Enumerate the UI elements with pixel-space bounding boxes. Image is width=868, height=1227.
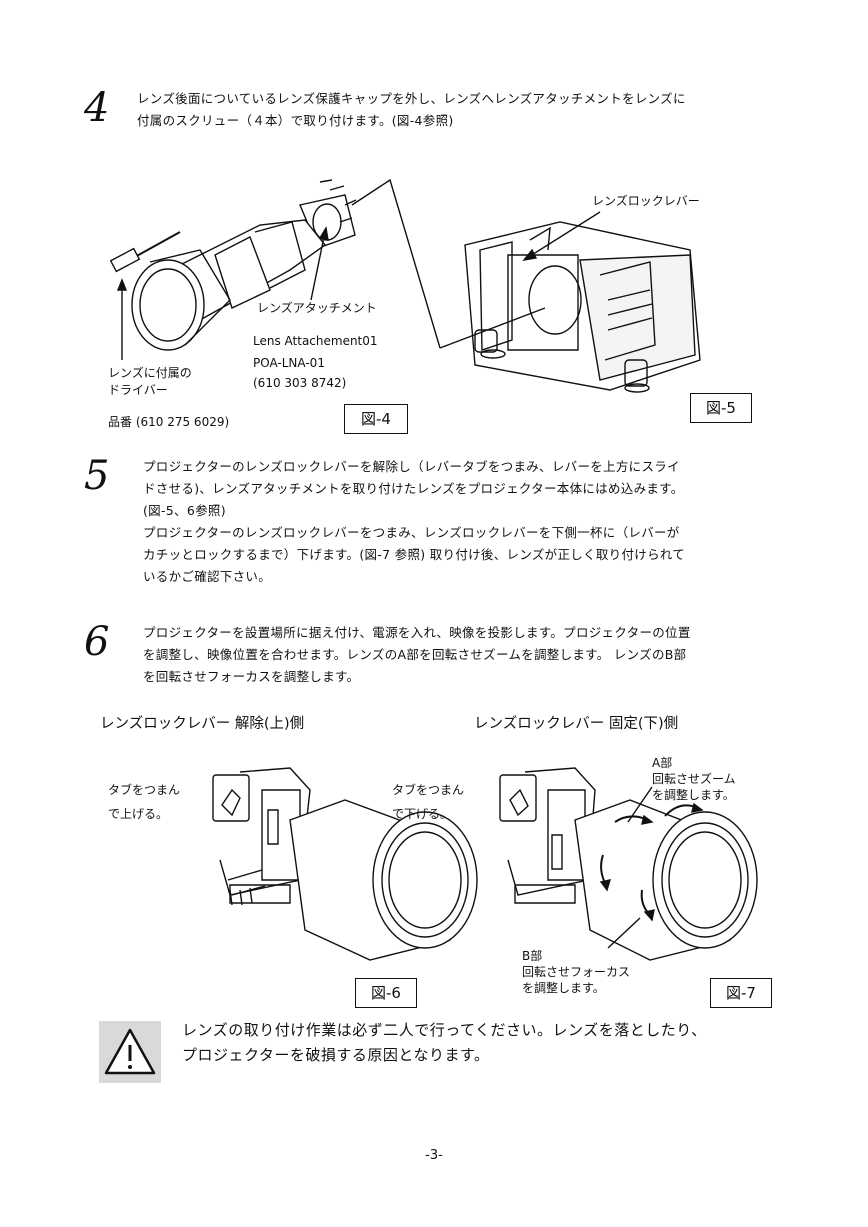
part-a-line: A部 [652,756,673,770]
fig6-heading: レンズロックレバー 解除(上)側 [100,716,305,732]
step-5-line: ドさせる)、レンズアタッチメントを取り付けたレンズをプロジェクター本体にはめ込み… [143,481,684,496]
attachment-model: POA-LNA-01 [253,356,325,370]
part-number: 品番 (610 275 6029) [108,415,230,429]
part-b-line: を調整します。 [522,981,605,995]
step-4-number: 4 [84,85,110,131]
part-b-line: B部 [522,949,543,963]
step-5-line: カチッとロックするまで）下げます。(図-7 参照) 取り付け後、レンズが正しく取… [143,547,686,562]
driver-label: レンズに付属の ドライバー [108,365,192,399]
step-6-line: を調整し、映像位置を合わせます。レンズのA部を回転させズームを調整します。 レン… [143,647,687,662]
warning-text: レンズの取り付け作業は必ず二人で行ってください。レンズを落としたり、 プロジェク… [182,1018,707,1068]
driver-label-line: ドライバー [108,383,168,397]
step-5-line: プロジェクターのレンズロックレバーをつまみ、レンズロックレバーを下側一杯に（レバ… [143,525,680,540]
fig7-tab-line: タブをつまん [392,783,465,797]
step-4-text: レンズ後面についているレンズ保護キャップを外し、レンズへレンズアタッチメントをレ… [137,88,686,132]
driver-label-line: レンズに付属の [108,366,192,380]
lever-label: レンズロックレバー [592,194,700,208]
fig7-caption: 図-7 [710,978,772,1008]
step-5-line: いるかご確認下さい。 [143,569,272,584]
part-a-line: 回転させズーム [652,772,736,786]
part-b-line: 回転させフォーカス [522,965,631,979]
step-4-line: レンズ後面についているレンズ保護キャップを外し、レンズへレンズアタッチメントをレ… [137,91,686,106]
attachment-label: レンズアタッチメント [257,301,377,315]
fig6-tab-line: タブをつまん [108,783,181,797]
step-6-line: を回転させフォーカスを調整します。 [143,669,360,684]
fig7-tab-label: タブをつまん で下げる。 [392,778,464,826]
part-a-label: A部 回転させズーム を調整します。 [652,755,736,803]
fig6-caption: 図-6 [355,978,417,1008]
step-6-number: 6 [84,619,110,665]
step-5-number: 5 [84,453,110,499]
warning-line: プロジェクターを破損する原因となります。 [182,1046,490,1064]
step-5-line: プロジェクターのレンズロックレバーを解除し（レバータブをつまみ、レバーを上方にス… [143,459,680,474]
fig7-heading: レンズロックレバー 固定(下)側 [474,716,679,732]
attachment-code: (610 303 8742) [253,376,347,390]
warning-triangle-icon [99,1021,161,1083]
fig4-caption: 図-4 [344,404,408,434]
step-6-text: プロジェクターを設置場所に据え付け、電源を入れ、映像を投影します。プロジェクター… [143,622,691,688]
part-a-line: を調整します。 [652,788,735,802]
warning-box [99,1021,161,1083]
attachment-name: Lens Attachement01 [253,334,378,348]
part-b-label: B部 回転させフォーカス を調整します。 [522,948,630,996]
fig7-tab-line: で下げる。 [392,807,453,821]
fig5-caption: 図-5 [690,393,752,423]
warning-line: レンズの取り付け作業は必ず二人で行ってください。レンズを落としたり、 [182,1021,707,1039]
step-5-text: プロジェクターのレンズロックレバーを解除し（レバータブをつまみ、レバーを上方にス… [143,456,685,588]
fig6-tab-label: タブをつまん で上げる。 [108,778,180,826]
step-5-line: (図-5、6参照) [143,503,226,518]
step-4-line: 付属のスクリュー（４本）で取り付けます。(図-4参照) [137,113,454,128]
page-number: -3- [425,1148,443,1163]
fig6-tab-line: で上げる。 [108,807,169,821]
step-6-line: プロジェクターを設置場所に据え付け、電源を入れ、映像を投影します。プロジェクター… [143,625,691,640]
